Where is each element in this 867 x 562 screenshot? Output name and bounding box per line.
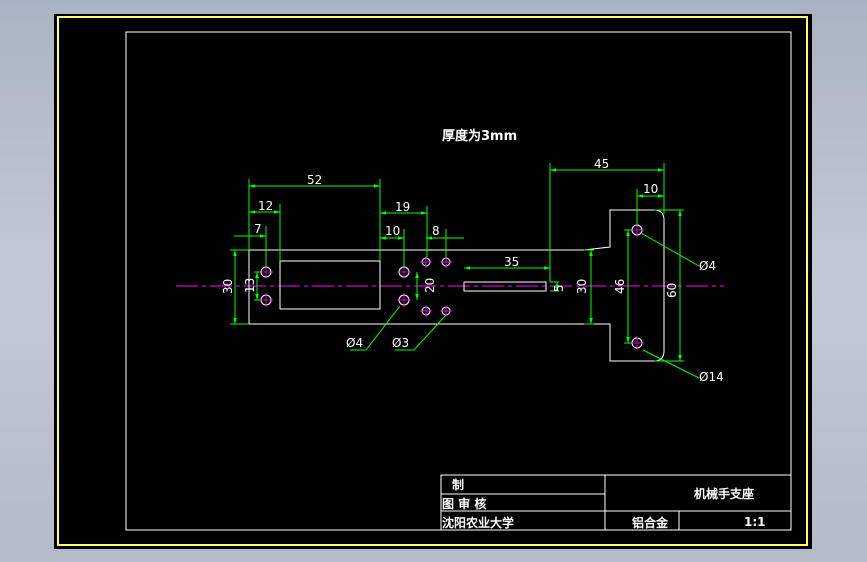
dim-20: 20 xyxy=(423,278,437,293)
dim-45: 45 xyxy=(594,157,609,171)
dim-phi4-left: Ø4 xyxy=(346,336,363,350)
dimension-lines xyxy=(230,163,700,379)
dim-7: 7 xyxy=(254,222,262,236)
dim-30-left: 30 xyxy=(221,279,235,294)
dim-10-right: 10 xyxy=(643,182,658,196)
dim-60: 60 xyxy=(665,283,679,298)
dim-phi4-right: Ø4 xyxy=(699,259,716,273)
dim-5: 5 xyxy=(552,284,566,292)
title-block-lines xyxy=(440,474,792,531)
title-block-school: 沈阳农业大学 xyxy=(442,515,514,530)
dim-52: 52 xyxy=(307,173,322,187)
dim-19: 19 xyxy=(395,200,410,214)
title-block-part-name: 机械手支座 xyxy=(694,486,754,501)
title-block-review: 图 审 核 xyxy=(442,496,486,511)
dim-10-left: 10 xyxy=(385,224,400,238)
title-block-drawn: 制 xyxy=(452,477,464,492)
dim-46: 46 xyxy=(613,279,627,294)
drawing-sheet: 52 12 7 19 10 8 45 10 35 30 13 20 5 30 4… xyxy=(54,14,812,549)
dim-8: 8 xyxy=(432,224,440,238)
hole-center-marks xyxy=(259,223,644,350)
title-block-scale: 1:1 xyxy=(744,515,766,529)
title-block-material: 铝合金 xyxy=(632,515,669,530)
outer-frame xyxy=(57,16,808,546)
cad-drawing: 52 12 7 19 10 8 45 10 35 30 13 20 5 30 4… xyxy=(57,16,808,546)
dim-35: 35 xyxy=(504,255,519,269)
thickness-note: 厚度为3mm xyxy=(442,128,517,144)
dim-12: 12 xyxy=(258,199,273,213)
dim-30-right: 30 xyxy=(575,279,589,294)
dim-phi3: Ø3 xyxy=(392,336,409,350)
dim-13: 13 xyxy=(243,278,257,293)
dim-phi14: Ø14 xyxy=(699,370,724,384)
dimension-labels: 52 12 7 19 10 8 45 10 35 30 13 20 5 30 4… xyxy=(221,157,724,384)
